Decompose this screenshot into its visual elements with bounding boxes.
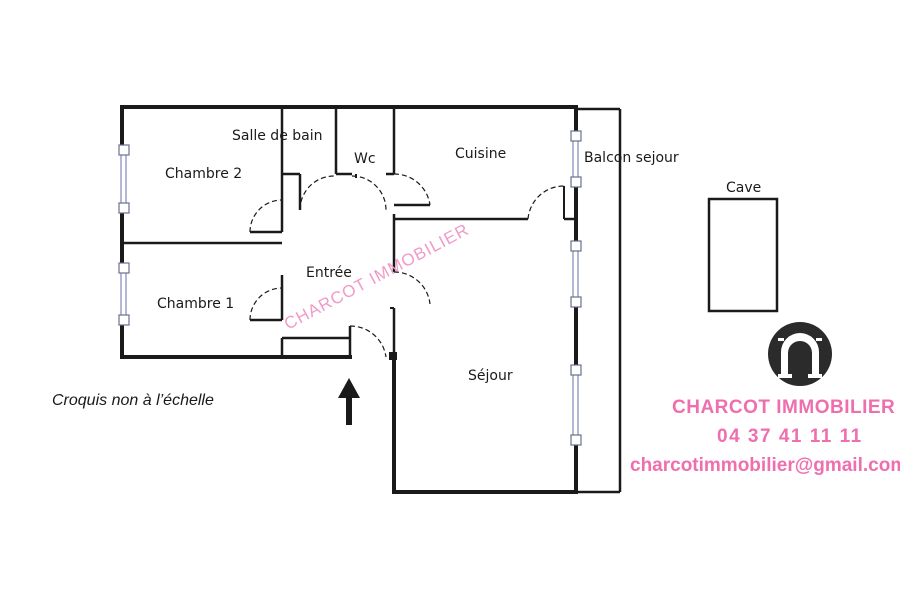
room-label-cave: Cave: [726, 180, 761, 196]
room-label-salle-de-bain: Salle de bain: [232, 128, 323, 144]
agency-email[interactable]: charcotimmobilier@gmail.com: [630, 455, 900, 476]
agency-name: CHARCOT IMMOBILIER: [672, 397, 896, 418]
arrow-up-icon: [338, 378, 360, 425]
door-swings: [249, 173, 565, 358]
balcony: [576, 107, 622, 494]
room-label-chambre-1: Chambre 1: [157, 296, 234, 312]
scale-note: Croquis non à l’échelle: [52, 392, 214, 409]
agency-phone: 04 37 41 11 11: [717, 426, 863, 447]
wall-corner: [389, 352, 397, 360]
door-leaves: [355, 174, 565, 309]
room-label-balcon-sejour: Balcon sejour: [584, 150, 679, 166]
room-label-cuisine: Cuisine: [455, 146, 506, 162]
interior-walls: [122, 107, 576, 357]
arch-logo-icon: [768, 322, 832, 386]
windows: [120, 136, 579, 440]
cave-outline: [707, 197, 779, 313]
walls: [120, 105, 578, 494]
room-label-wc: Wc: [354, 151, 376, 167]
window-frames: [118, 130, 582, 446]
room-label-chambre-2: Chambre 2: [165, 166, 242, 182]
room-label-entree: Entrée: [306, 265, 352, 281]
room-label-sejour: Séjour: [468, 368, 513, 384]
